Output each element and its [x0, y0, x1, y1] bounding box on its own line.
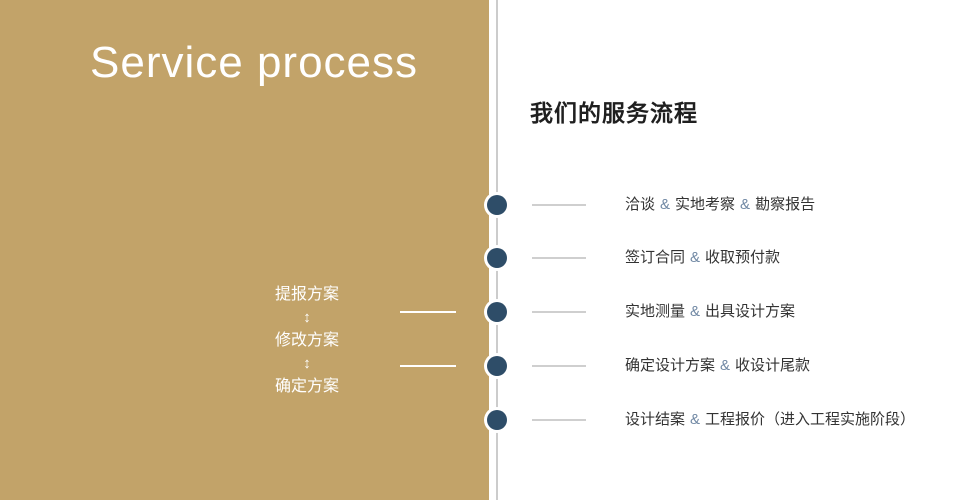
service-process-title: Service process: [90, 38, 419, 87]
step-label: 签订合同&收取预付款: [625, 247, 780, 269]
step-dot: [487, 248, 507, 268]
flow-connector-line: [400, 311, 456, 313]
step-dot: [487, 195, 507, 215]
ampersand-separator: &: [740, 196, 751, 213]
ampersand-separator: &: [660, 196, 671, 213]
step-dot: [487, 356, 507, 376]
flow-connector-line: [400, 365, 456, 367]
flow-step-confirm-plan: 确定方案: [274, 378, 339, 395]
step-segment: 设计结案: [625, 411, 686, 428]
step-segment: 确定设计方案: [625, 357, 716, 374]
step-connector-line: [532, 365, 586, 367]
step-dot: [487, 302, 507, 322]
step-segment: 洽谈: [625, 196, 656, 213]
step-label: 设计结案&工程报价（进入工程实施阶段）: [625, 409, 915, 431]
step-segment: 收取预付款: [705, 249, 781, 266]
step-connector-line: [532, 311, 586, 313]
step-segment: 工程报价（进入工程实施阶段）: [705, 411, 916, 428]
service-step-row: 设计结案&工程报价（进入工程实施阶段）: [0, 409, 970, 431]
ampersand-separator: &: [690, 303, 701, 320]
step-segment: 签订合同: [625, 249, 686, 266]
service-step-row: 确定设计方案&收设计尾款: [0, 355, 970, 377]
ampersand-separator: &: [690, 411, 701, 428]
service-step-row: 签订合同&收取预付款: [0, 247, 970, 269]
section-heading: 我们的服务流程: [530, 100, 698, 126]
step-segment: 实地测量: [625, 303, 686, 320]
step-segment: 勘察报告: [755, 196, 816, 213]
service-step-row: 实地测量&出具设计方案: [0, 301, 970, 323]
step-connector-line: [532, 419, 586, 421]
ampersand-separator: &: [690, 249, 701, 266]
flow-step-submit-plan: 提报方案: [274, 286, 339, 303]
step-label: 洽谈&实地考察&勘察报告: [625, 194, 815, 216]
step-connector-line: [532, 204, 586, 206]
updown-arrow-icon: ↕: [303, 355, 311, 372]
flow-step-revise-plan: 修改方案: [274, 332, 339, 349]
service-step-row: 洽谈&实地考察&勘察报告: [0, 194, 970, 216]
left-panel: Service process 提报方案 ↕ 修改方案 ↕ 确定方案: [0, 0, 489, 500]
design-flow-column: 提报方案 ↕ 修改方案 ↕ 确定方案: [237, 284, 377, 398]
step-connector-line: [532, 257, 586, 259]
step-dot: [487, 410, 507, 430]
step-label: 确定设计方案&收设计尾款: [625, 355, 810, 377]
step-segment: 收设计尾款: [735, 357, 811, 374]
updown-arrow-icon: ↕: [303, 309, 311, 326]
step-segment: 出具设计方案: [705, 303, 796, 320]
step-label: 实地测量&出具设计方案: [625, 301, 795, 323]
ampersand-separator: &: [720, 357, 731, 374]
step-segment: 实地考察: [675, 196, 736, 213]
